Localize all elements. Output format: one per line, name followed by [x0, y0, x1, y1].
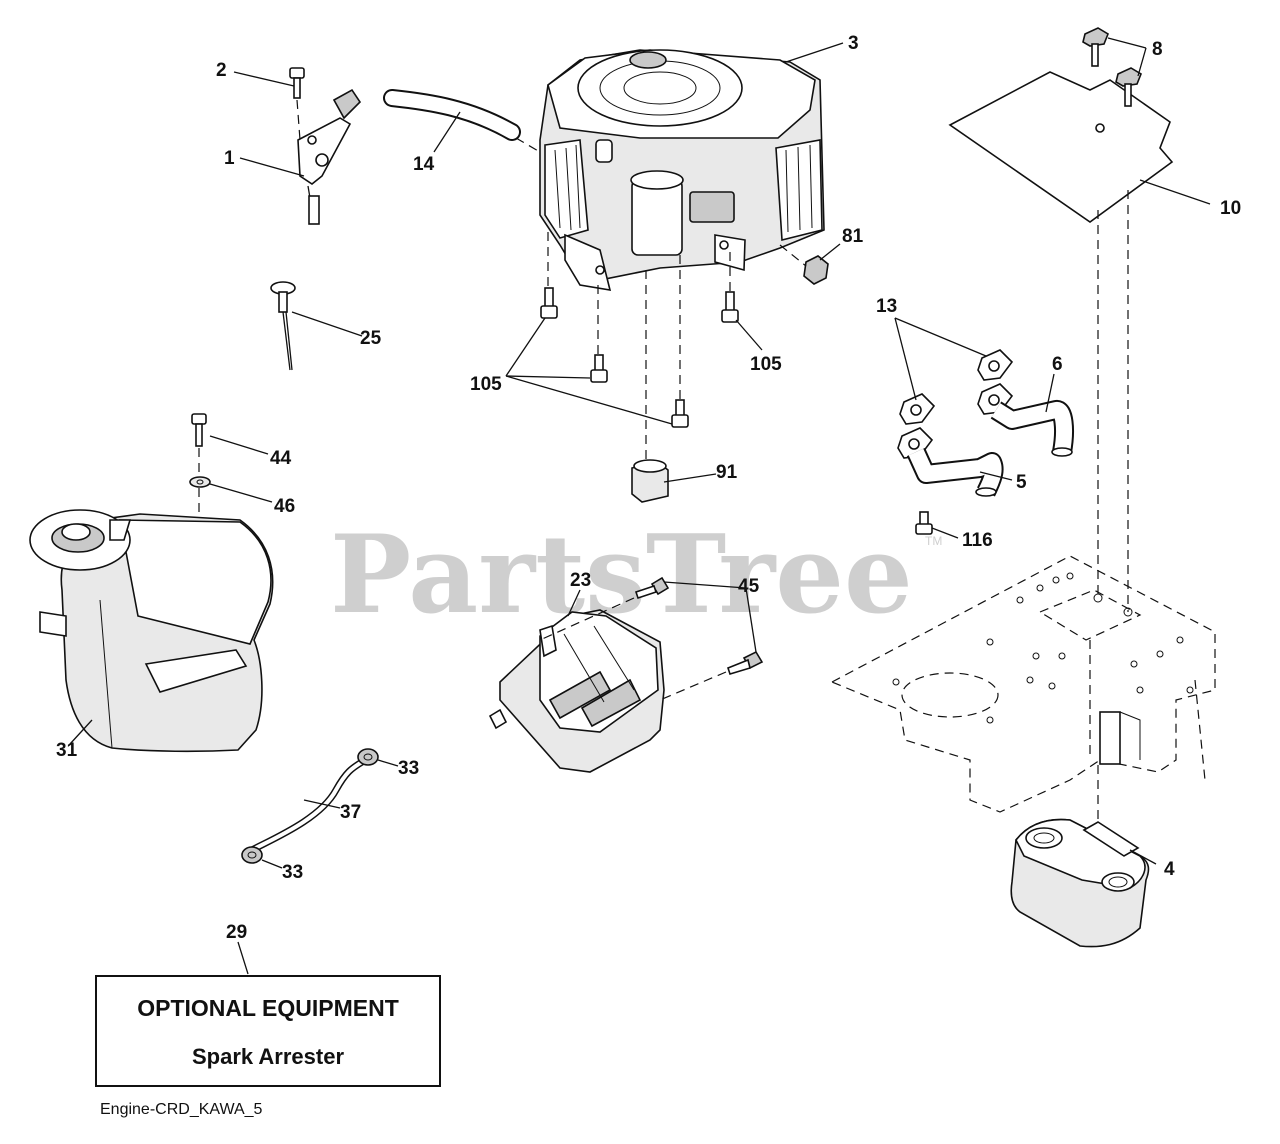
part-muffler-4 [1010, 818, 1150, 948]
callout-116: 116 [962, 530, 993, 551]
callout-81: 81 [842, 226, 864, 247]
callout-29: 29 [226, 922, 247, 943]
callout-5: 5 [1016, 472, 1027, 493]
callout-4: 4 [1164, 859, 1175, 880]
part-frame [830, 555, 1216, 813]
watermark-trademark: TM [925, 534, 942, 548]
part-spacer-91 [631, 459, 669, 503]
callout-10: 10 [1220, 198, 1241, 219]
optional-equipment-title: OPTIONAL EQUIPMENT [137, 995, 399, 1021]
part-bolts-105 [540, 287, 739, 428]
part-bolt-116 [915, 511, 933, 535]
part-heat-shield-10 [948, 71, 1174, 223]
callout-33-upper: 33 [398, 758, 419, 779]
callout-45: 45 [738, 576, 760, 597]
part-gaskets-13 [897, 349, 1014, 459]
callout-23: 23 [570, 570, 591, 591]
callout-91: 91 [716, 462, 738, 483]
partstree-watermark: PartsTree [330, 512, 913, 638]
part-engine-3 [539, 49, 825, 291]
part-clamp-33-lower [241, 846, 263, 864]
callout-37: 37 [340, 802, 361, 823]
part-bracket-23 [488, 609, 665, 773]
part-bolts-8 [1082, 27, 1142, 107]
part-exhaust-pipe-6 [990, 400, 1074, 457]
part-screw-44 [191, 413, 207, 447]
part-exhaust-pipe-5 [906, 447, 1004, 497]
callout-6: 6 [1052, 354, 1063, 375]
part-clamp-33-upper [357, 748, 379, 766]
callout-2: 2 [216, 60, 227, 81]
callout-33-lower: 33 [282, 862, 303, 883]
callout-25: 25 [360, 328, 382, 349]
callout-8: 8 [1152, 39, 1163, 60]
part-fuel-line-37 [244, 758, 366, 856]
callout-105-right: 105 [750, 354, 782, 375]
callout-labels: 1 2 3 4 5 6 8 10 13 14 23 25 29 31 33 33… [56, 33, 1241, 943]
part-washer-46 [189, 476, 211, 488]
callout-14: 14 [413, 154, 435, 175]
callout-1: 1 [224, 148, 235, 169]
part-throttle-control [297, 88, 362, 225]
part-choke-25 [270, 281, 296, 371]
callout-31: 31 [56, 740, 78, 761]
callout-105-left: 105 [470, 374, 502, 395]
part-hose-14 [383, 89, 541, 153]
spark-arrester-label: Spark Arrester [192, 1044, 344, 1069]
part-fuel-tank-31 [29, 509, 274, 753]
part-nut-81 [779, 244, 829, 285]
callout-13: 13 [876, 296, 897, 317]
callout-44: 44 [270, 448, 292, 469]
leader-lines [69, 37, 1211, 975]
diagram-id: Engine-CRD_KAWA_5 [100, 1101, 263, 1118]
optional-equipment-box: OPTIONAL EQUIPMENT Spark Arrester [95, 975, 441, 1087]
part-screw-2 [289, 67, 305, 141]
callout-46: 46 [274, 496, 295, 517]
callout-3: 3 [848, 33, 859, 54]
